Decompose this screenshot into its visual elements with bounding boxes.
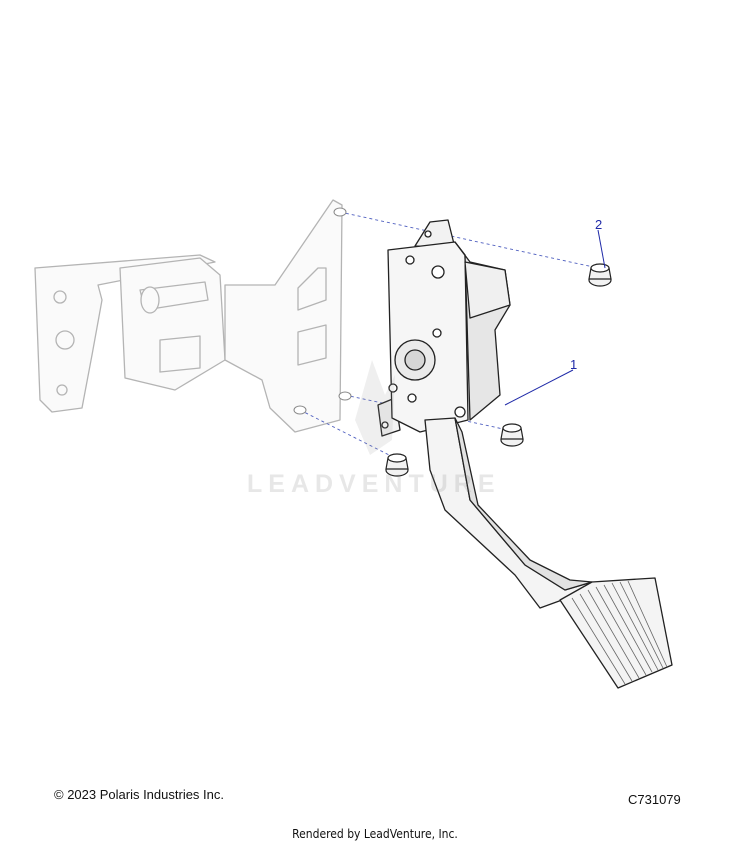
accelerator-pedal-assembly bbox=[377, 219, 673, 689]
explosion-lines bbox=[299, 211, 599, 459]
copyright-text: © 2023 Polaris Industries Inc. bbox=[54, 787, 224, 802]
flange-nut-upper bbox=[588, 263, 612, 287]
watermark-logo bbox=[355, 360, 395, 455]
flange-nut-lower-right bbox=[500, 423, 524, 447]
watermark-brand: LEADVENTURE bbox=[247, 470, 501, 498]
figure-id: C731079 bbox=[628, 792, 681, 807]
flange-nut-lower-left bbox=[385, 453, 409, 477]
callout-2: 2 bbox=[595, 217, 603, 232]
leader-lines bbox=[504, 229, 606, 406]
callout-1: 1 bbox=[570, 357, 578, 372]
rendered-by-text: Rendered by LeadVenture, Inc. bbox=[292, 827, 458, 841]
bracket-studs bbox=[293, 207, 352, 415]
mounting-bracket bbox=[34, 199, 343, 433]
